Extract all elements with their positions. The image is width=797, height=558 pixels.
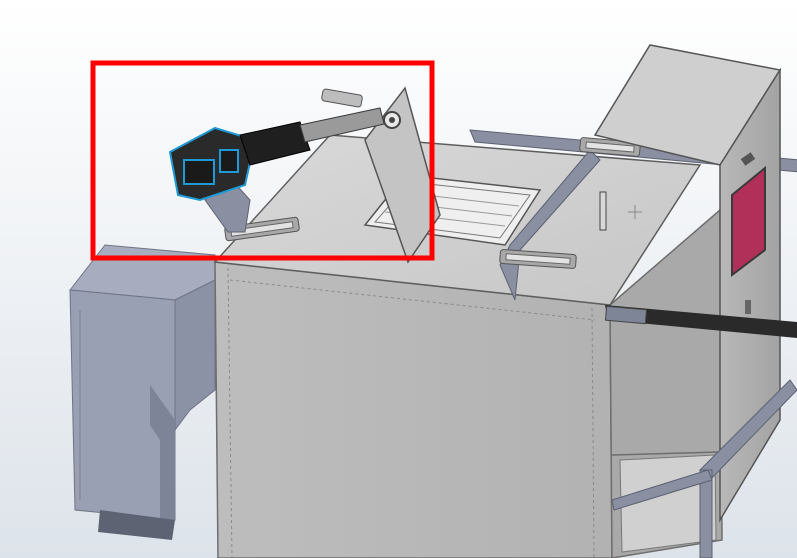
side-chute [69,244,216,540]
hinged-lid [364,86,441,264]
display-window [731,165,766,278]
support-rod [604,305,797,338]
frame-clamp [224,216,300,242]
linear-actuator-assembly[interactable] [168,88,401,233]
base-frame [611,379,797,558]
frame-clamp [499,249,577,269]
highlight-box [90,60,435,261]
enclosure-body [214,208,723,558]
control-tower [593,44,782,523]
